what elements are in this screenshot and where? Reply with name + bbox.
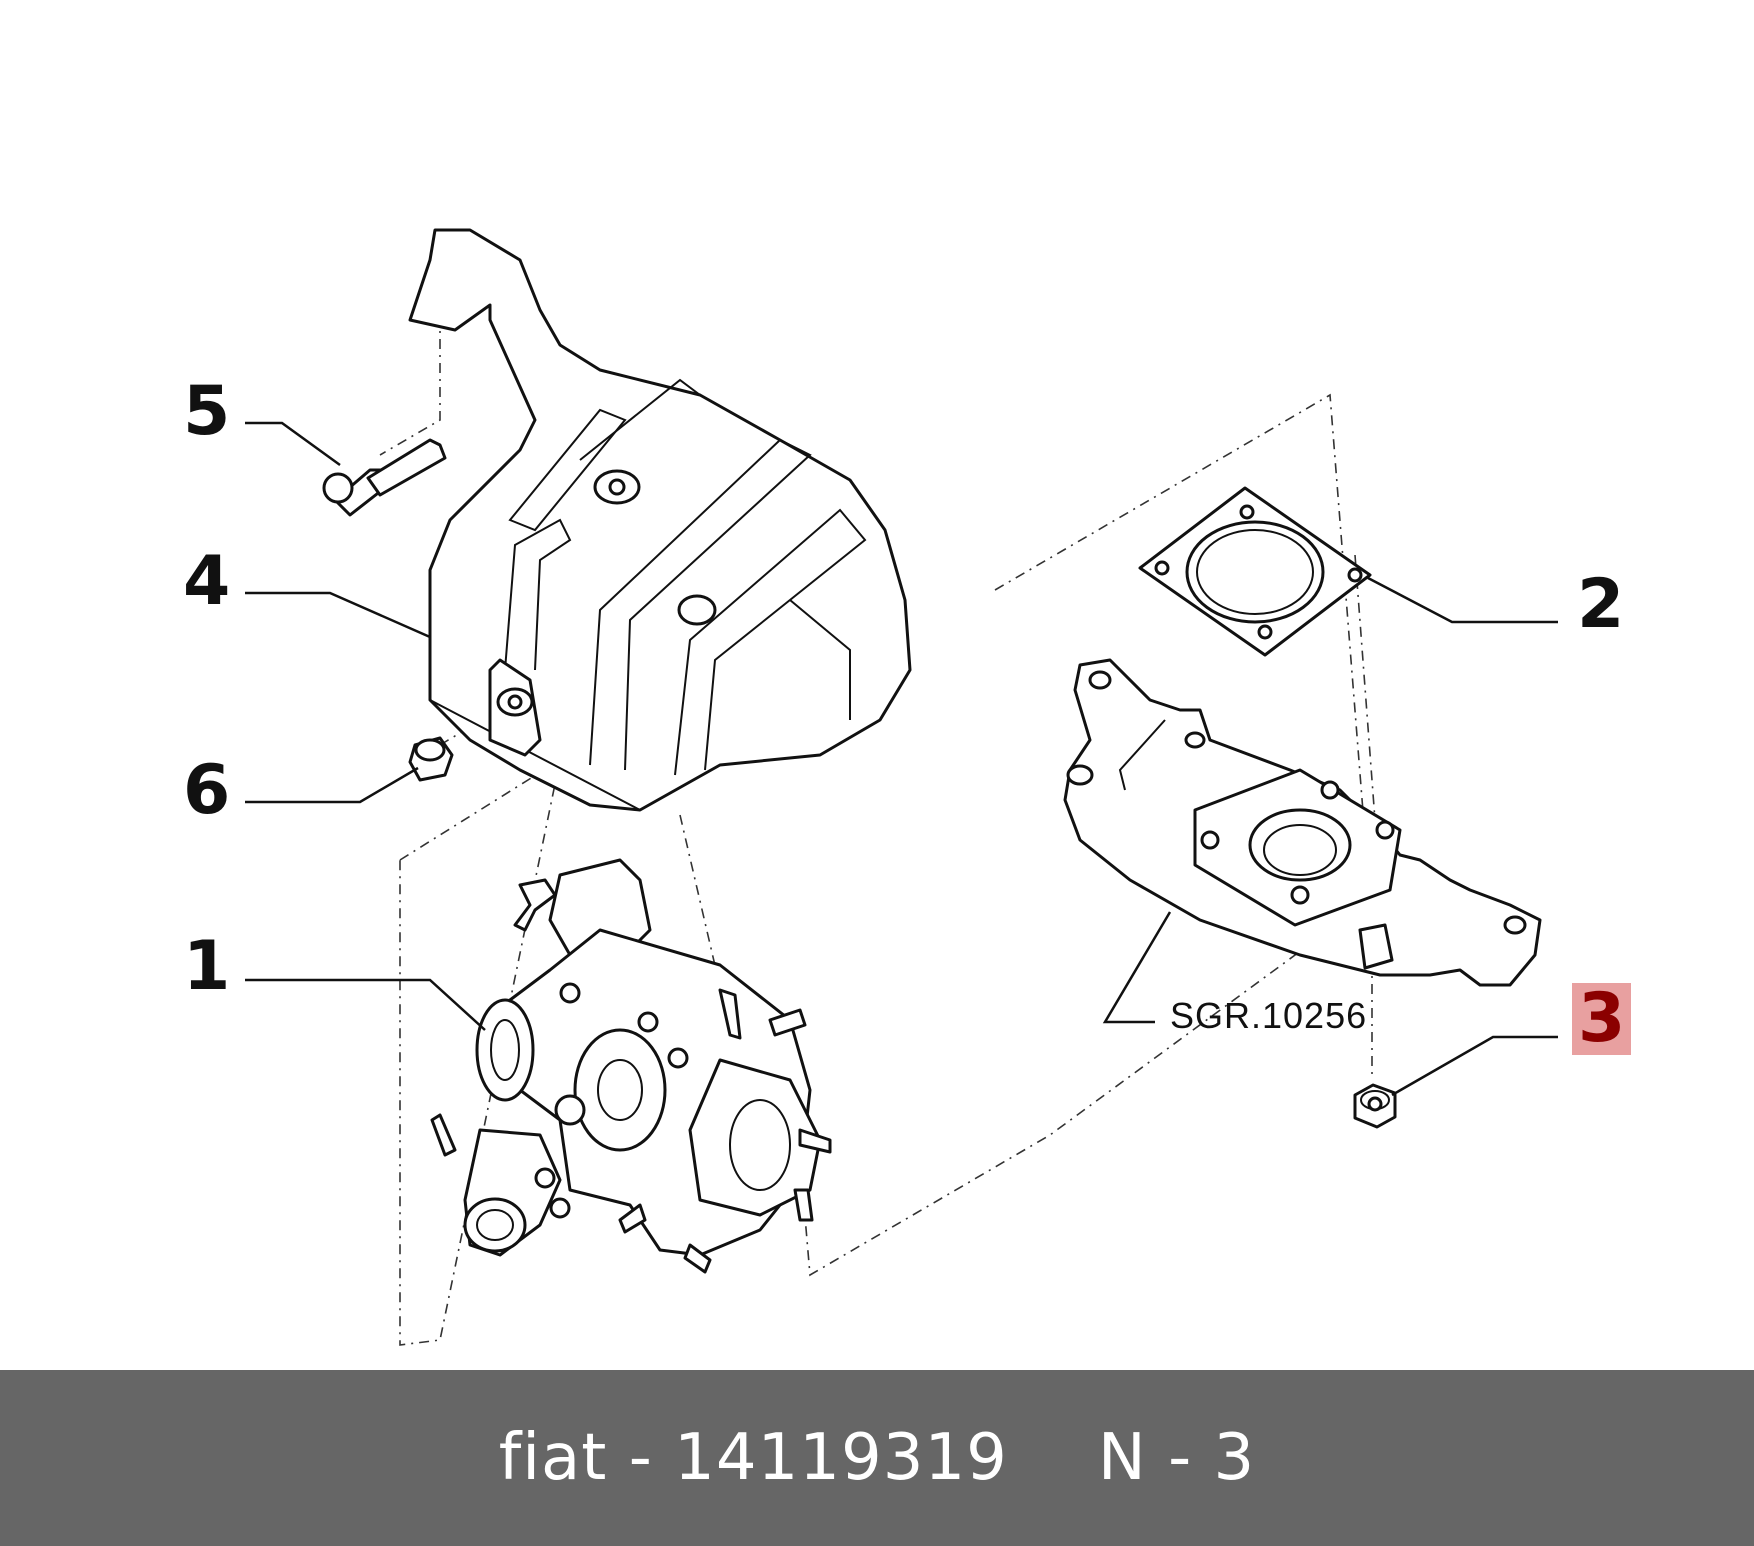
assembly-line-heatshield-turbo bbox=[399, 758, 562, 1346]
assembly-line-gasket-manifold bbox=[1354, 554, 1376, 821]
exhaust-manifold[interactable] bbox=[1063, 658, 1542, 987]
footer-part-number: fiat - 14119319 bbox=[498, 1421, 1008, 1495]
leader-line-2 bbox=[1367, 576, 1558, 624]
leader-line-3 bbox=[1391, 1035, 1558, 1097]
nut-part-3[interactable] bbox=[1353, 1083, 1397, 1129]
bolt-part-5[interactable] bbox=[322, 438, 447, 517]
assembly-line-bolt bbox=[379, 315, 441, 456]
gasket-part-2[interactable] bbox=[1138, 486, 1372, 657]
turbocharger-part-1[interactable] bbox=[430, 858, 832, 1274]
footer-position: N - 3 bbox=[1097, 1421, 1256, 1495]
heat-shield-part-4[interactable] bbox=[408, 228, 912, 812]
callout-label-2: 2 bbox=[1577, 565, 1625, 644]
callout-label-3-highlighted: 3 bbox=[1572, 983, 1632, 1055]
callout-label-5: 5 bbox=[183, 372, 231, 451]
leader-line-1 bbox=[245, 978, 486, 1031]
callout-label-6: 6 bbox=[183, 751, 231, 830]
callout-label-1: 1 bbox=[183, 927, 231, 1006]
reference-label-sgr: SGR.10256 bbox=[1170, 995, 1368, 1036]
exploded-parts-diagram bbox=[245, 228, 1558, 1346]
nut-part-6[interactable] bbox=[408, 736, 454, 782]
leader-line-6 bbox=[245, 766, 419, 804]
leader-line-sgr bbox=[1102, 911, 1172, 1024]
leader-line-5 bbox=[245, 421, 341, 467]
leader-line-4 bbox=[245, 591, 431, 639]
footer-bar: fiat - 14119319 N - 3 bbox=[0, 1370, 1754, 1546]
callout-label-4: 4 bbox=[183, 542, 231, 621]
